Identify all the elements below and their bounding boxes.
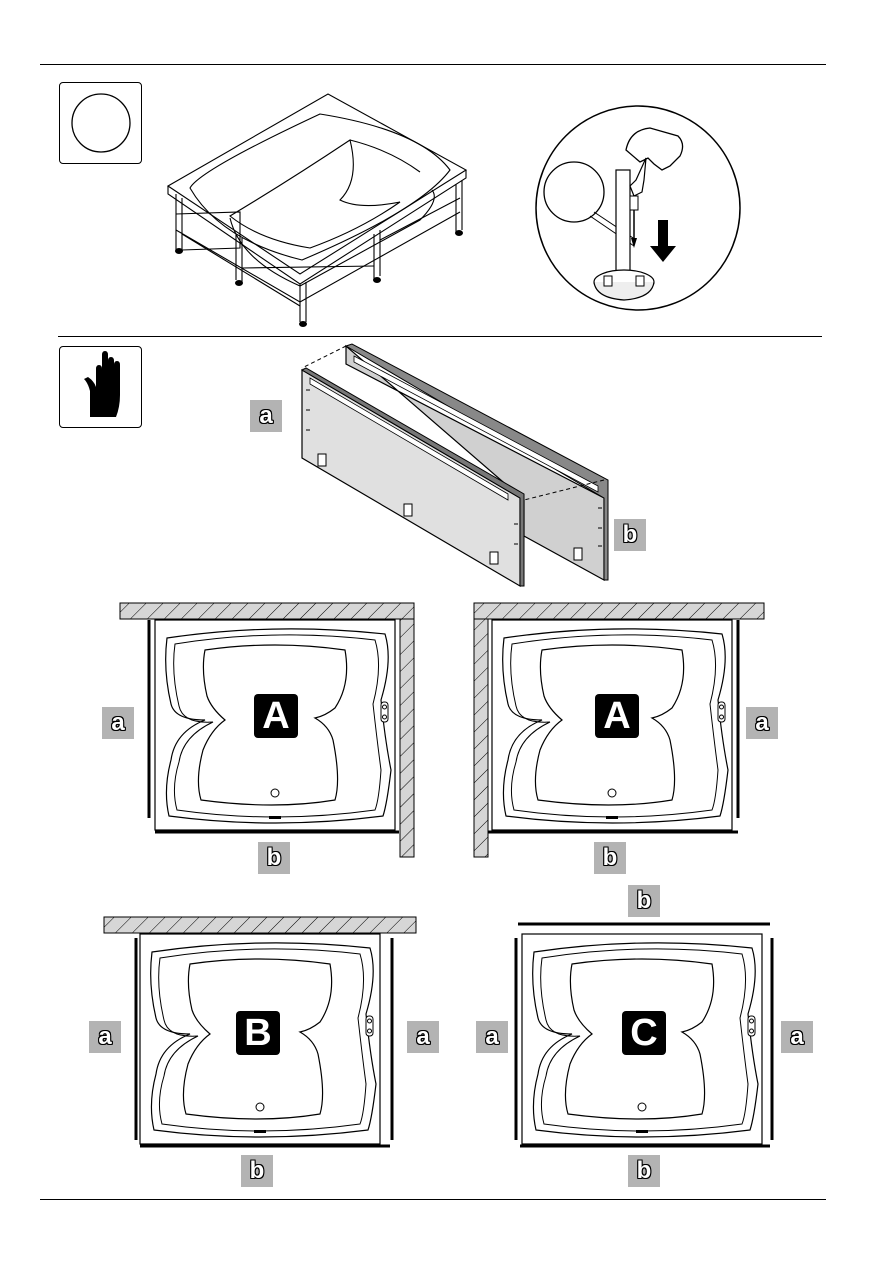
- label-a-plan3-right: a: [407, 1021, 439, 1053]
- section-divider: [58, 336, 822, 337]
- hand-icon: [60, 347, 143, 429]
- section2-icon-box: [59, 346, 142, 428]
- section1-icon-box: [59, 82, 142, 164]
- type-badge-C: C: [622, 1011, 666, 1055]
- panels-illustration: [298, 340, 638, 590]
- label-a-plan3-left: a: [89, 1021, 121, 1053]
- label-b-plan1: b: [258, 842, 290, 874]
- bottom-rule: [40, 1199, 826, 1200]
- type-badge-A-1: A: [254, 694, 298, 738]
- label-b-plan4-bottom: b: [628, 1155, 660, 1187]
- label-a-plan1: a: [102, 707, 134, 739]
- label-a-panel: a: [250, 400, 282, 432]
- type-badge-A-2: A: [595, 694, 639, 738]
- label-b-panel: b: [614, 519, 646, 551]
- top-rule: [40, 64, 826, 65]
- circle-icon: [60, 83, 143, 165]
- type-badge-B: B: [236, 1011, 280, 1055]
- label-a-plan4-right: a: [781, 1021, 813, 1053]
- drill-detail-illustration: [530, 100, 750, 320]
- label-a-plan4-left: a: [476, 1021, 508, 1053]
- label-b-plan3: b: [241, 1155, 273, 1187]
- bathtub-frame-illustration: [160, 90, 480, 330]
- label-b-plan4-top: b: [628, 885, 660, 917]
- label-b-plan2: b: [594, 842, 626, 874]
- label-a-plan2: a: [746, 707, 778, 739]
